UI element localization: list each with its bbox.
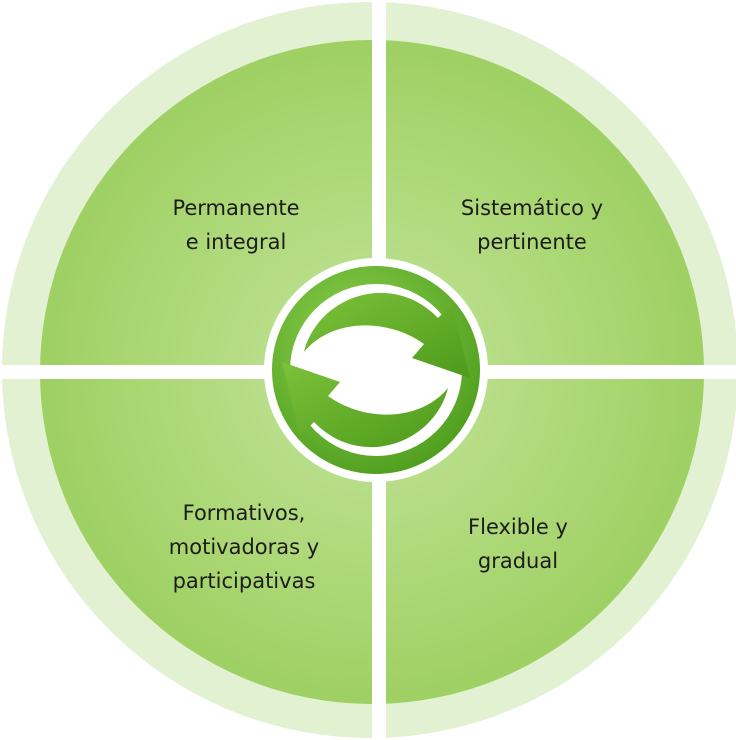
quadrant-label-bottom-right: Flexible y gradual — [468, 510, 568, 578]
quadrant-label-line: Permanente — [172, 196, 300, 220]
quadrant-label-bottom-left: Formativos, motivadoras y participativas — [169, 496, 319, 598]
quadrant-label-line: Formativos, — [182, 501, 306, 525]
quadrant-label-line: participativas — [172, 569, 316, 593]
quadrant-label-top-left: Permanente e integral — [172, 191, 299, 259]
quadrant-label-line: e integral — [185, 230, 287, 254]
quadrant-label-line: motivadoras y — [168, 535, 320, 559]
quadrant-label-line: Flexible y — [468, 515, 568, 539]
recycle-arrows-icon — [282, 292, 470, 448]
quadrant-label-line: pertinente — [477, 230, 587, 254]
quadrant-label-top-right: Sistemático y pertinente — [461, 191, 603, 259]
quadrant-label-line: gradual — [477, 549, 559, 573]
quadrant-label-line: Sistemático y — [460, 196, 604, 220]
